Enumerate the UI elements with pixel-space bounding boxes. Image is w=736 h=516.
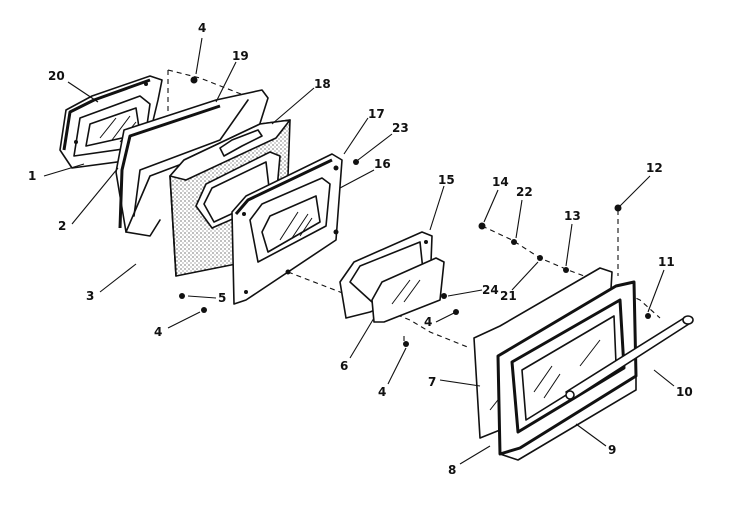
part-15-window-pack [339, 231, 445, 323]
callout-24: 24 [482, 283, 499, 297]
part-10-door-handle [565, 315, 694, 400]
callout-20: 20 [48, 69, 65, 83]
callout-11: 11 [658, 255, 675, 269]
part-9-outer-door-frame [496, 280, 638, 461]
part-17-door-panel [231, 153, 343, 305]
callout-16: 16 [374, 157, 391, 171]
callout-4-middle: 4 [424, 315, 432, 329]
assembly-axis-lines [167, 69, 661, 349]
callout-23: 23 [392, 121, 409, 135]
callout-9: 9 [608, 443, 616, 457]
callout-8: 8 [448, 463, 456, 477]
callout-labels: 20 1 2 3 4 19 18 17 23 16 5 4 15 24 4 6 … [28, 21, 693, 477]
callout-1: 1 [28, 169, 36, 183]
callout-7: 7 [428, 375, 436, 389]
callout-4-bottom: 4 [378, 385, 386, 399]
callout-3: 3 [86, 289, 94, 303]
callout-2: 2 [58, 219, 66, 233]
callout-4-top: 4 [198, 21, 206, 35]
callout-10: 10 [676, 385, 693, 399]
callout-6: 6 [340, 359, 348, 373]
callout-13: 13 [564, 209, 581, 223]
callout-18: 18 [314, 77, 331, 91]
callout-5: 5 [218, 291, 226, 305]
callout-17: 17 [368, 107, 385, 121]
part-19-door-liner-frame [115, 89, 269, 237]
callout-4-left: 4 [154, 325, 162, 339]
callout-15: 15 [438, 173, 455, 187]
leader-lines [43, 37, 675, 465]
callout-22: 22 [516, 185, 533, 199]
callout-19: 19 [232, 49, 249, 63]
callout-21: 21 [500, 289, 517, 303]
callout-14: 14 [492, 175, 509, 189]
callout-12: 12 [646, 161, 663, 175]
